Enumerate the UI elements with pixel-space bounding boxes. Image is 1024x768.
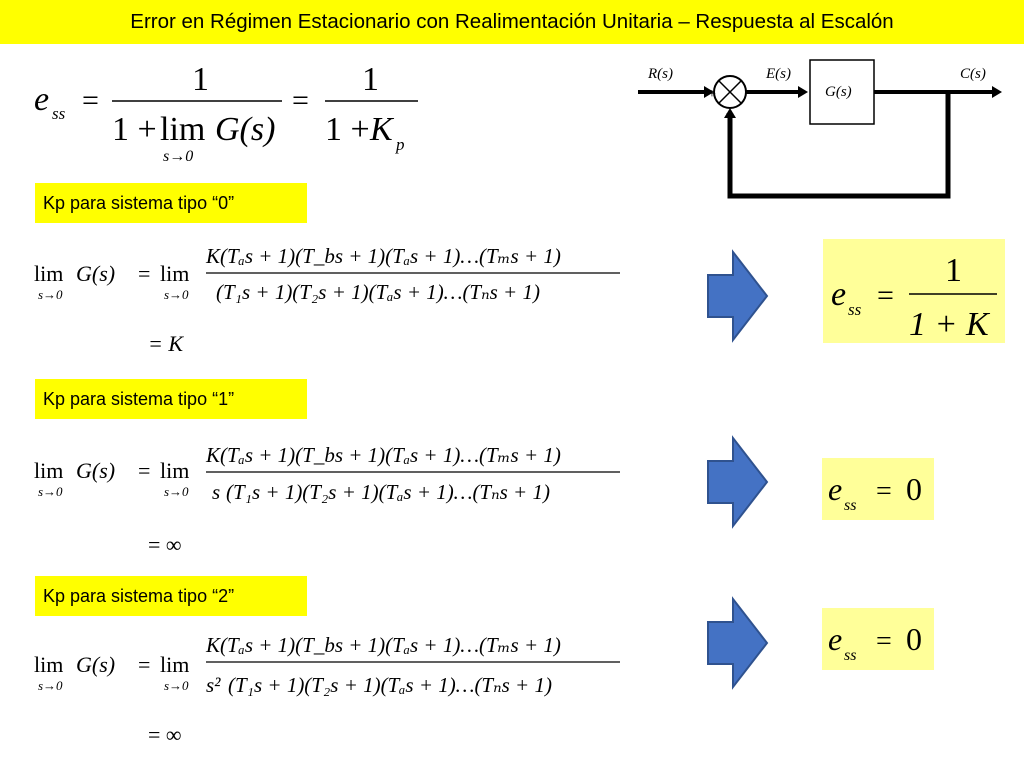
output-label: C(s) xyxy=(960,66,986,82)
den-g: G(s) xyxy=(215,111,275,148)
eq-2: = xyxy=(292,84,309,117)
label-type-1-text: Kp para sistema tipo “1” xyxy=(43,388,235,409)
result-box-type-0 xyxy=(823,239,1005,343)
plus-sign: + xyxy=(708,87,716,102)
numerator: K(Tₐs + 1)(T_bs + 1)(Tₐs + 1)…(Tₘs + 1) xyxy=(205,633,561,657)
eq-sign: = xyxy=(138,458,150,483)
lim-left: lim xyxy=(34,261,63,286)
lim-left: lim xyxy=(34,652,63,677)
den: 1 + K xyxy=(909,306,991,343)
result-formula-type-1: e ss = 0 xyxy=(828,471,922,514)
ess-sub: ss xyxy=(52,104,66,123)
error-arrowhead xyxy=(798,86,808,98)
denominator: (T₁s + 1)(T₂s + 1)(Tₐs + 1)…(Tₙs + 1) xyxy=(216,280,540,304)
label-type-0: Kp para sistema tipo “0” xyxy=(35,183,307,223)
block-diagram: R(s) + − E(s) G(s) C(s) xyxy=(638,59,1002,199)
implies-arrow-type-0 xyxy=(707,249,769,343)
ess-e: e xyxy=(34,81,49,118)
implies-arrow-type-1 xyxy=(707,435,769,529)
limit-expr-type-2: lim s→0 G(s) = lim s→0 K(Tₐs + 1)(T_bs +… xyxy=(34,633,620,747)
result-line: = ∞ xyxy=(148,532,182,557)
lim-left-sub: s→0 xyxy=(38,484,63,499)
right-arrow-icon xyxy=(707,435,769,529)
lim-left-sub: s→0 xyxy=(38,678,63,693)
den-lim-sub: s→0 xyxy=(163,148,193,165)
lim-right-sub: s→0 xyxy=(164,484,189,499)
label-type-0-text: Kp para sistema tipo “0” xyxy=(43,192,235,213)
ess-e: e xyxy=(831,276,846,313)
g-of-s: G(s) xyxy=(76,652,115,677)
result-line: = ∞ xyxy=(148,722,182,747)
ess-e: e xyxy=(828,471,842,507)
value: 0 xyxy=(906,471,922,507)
num-2: 1 xyxy=(362,61,379,98)
result-formula-type-0: e ss = 1 1 + K xyxy=(831,252,997,343)
eq-sign: = xyxy=(138,652,150,677)
g-of-s: G(s) xyxy=(76,261,115,286)
num-1: 1 xyxy=(192,61,209,98)
denominator-prefix: s xyxy=(212,480,220,504)
output-arrowhead xyxy=(992,86,1002,98)
lim-right-sub: s→0 xyxy=(164,287,189,302)
result-box-type-2 xyxy=(822,608,934,670)
lim-left: lim xyxy=(34,458,63,483)
label-type-2-text: Kp para sistema tipo “2” xyxy=(43,585,235,606)
slide-title-text: Error en Régimen Estacionario con Realim… xyxy=(130,10,894,33)
implies-arrow-type-2 xyxy=(707,596,769,690)
den2-k-sub: p xyxy=(395,135,405,154)
eq-sign: = xyxy=(138,261,150,286)
limit-expr-type-1: lim s→0 G(s) = lim s→0 K(Tₐs + 1)(T_bs +… xyxy=(34,443,620,557)
limit-expr-type-0: lim s→0 G(s) = lim s→0 K(Tₐs + 1)(T_bs +… xyxy=(34,244,620,356)
denominator: (T₁s + 1)(T₂s + 1)(Tₐs + 1)…(Tₙs + 1) xyxy=(228,673,552,697)
denominator: (T₁s + 1)(T₂s + 1)(Tₐs + 1)…(Tₙs + 1) xyxy=(226,480,550,504)
num: 1 xyxy=(945,252,962,289)
ess-e: e xyxy=(828,621,842,657)
value: 0 xyxy=(906,621,922,657)
ess-sub: ss xyxy=(844,647,856,664)
feedback-path xyxy=(727,92,951,199)
den-lim: lim xyxy=(160,111,205,148)
g-of-s: G(s) xyxy=(76,458,115,483)
lim-left-sub: s→0 xyxy=(38,287,63,302)
result-box-type-1 xyxy=(822,458,934,520)
ess-sub: ss xyxy=(844,497,856,514)
eq: = xyxy=(876,626,892,657)
eq: = xyxy=(877,279,894,312)
den2-k: K xyxy=(369,111,395,148)
label-type-1: Kp para sistema tipo “1” xyxy=(35,379,307,419)
ess-sub: ss xyxy=(848,300,862,319)
error-label: E(s) xyxy=(765,66,791,82)
den2-one-plus: 1 + xyxy=(325,111,370,148)
den-one-plus: 1 + xyxy=(112,111,157,148)
slide-title: Error en Régimen Estacionario con Realim… xyxy=(0,0,1024,44)
numerator: K(Tₐs + 1)(T_bs + 1)(Tₐs + 1)…(Tₘs + 1) xyxy=(205,244,561,268)
right-arrow-icon xyxy=(707,596,769,690)
right-arrow-icon xyxy=(707,249,769,343)
eq-1: = xyxy=(82,84,99,117)
input-arrowhead xyxy=(704,86,714,98)
denominator-prefix: s² xyxy=(206,673,221,697)
eq: = xyxy=(876,476,892,507)
lim-right: lim xyxy=(160,261,189,286)
lim-right-sub: s→0 xyxy=(164,678,189,693)
result-formula-type-2: e ss = 0 xyxy=(828,621,922,664)
numerator: K(Tₐs + 1)(T_bs + 1)(Tₐs + 1)…(Tₘs + 1) xyxy=(205,443,561,467)
result-line: = K xyxy=(148,331,184,356)
lim-right: lim xyxy=(160,652,189,677)
junction-cross-b xyxy=(717,79,743,105)
feedback-arrowhead xyxy=(724,108,736,118)
label-type-2: Kp para sistema tipo “2” xyxy=(35,576,307,616)
main-formula: e ss = 1 1 + lim s→0 G(s) = 1 1 + K p xyxy=(34,61,418,165)
lim-right: lim xyxy=(160,458,189,483)
plant-label: G(s) xyxy=(825,84,852,100)
input-label: R(s) xyxy=(647,66,673,82)
